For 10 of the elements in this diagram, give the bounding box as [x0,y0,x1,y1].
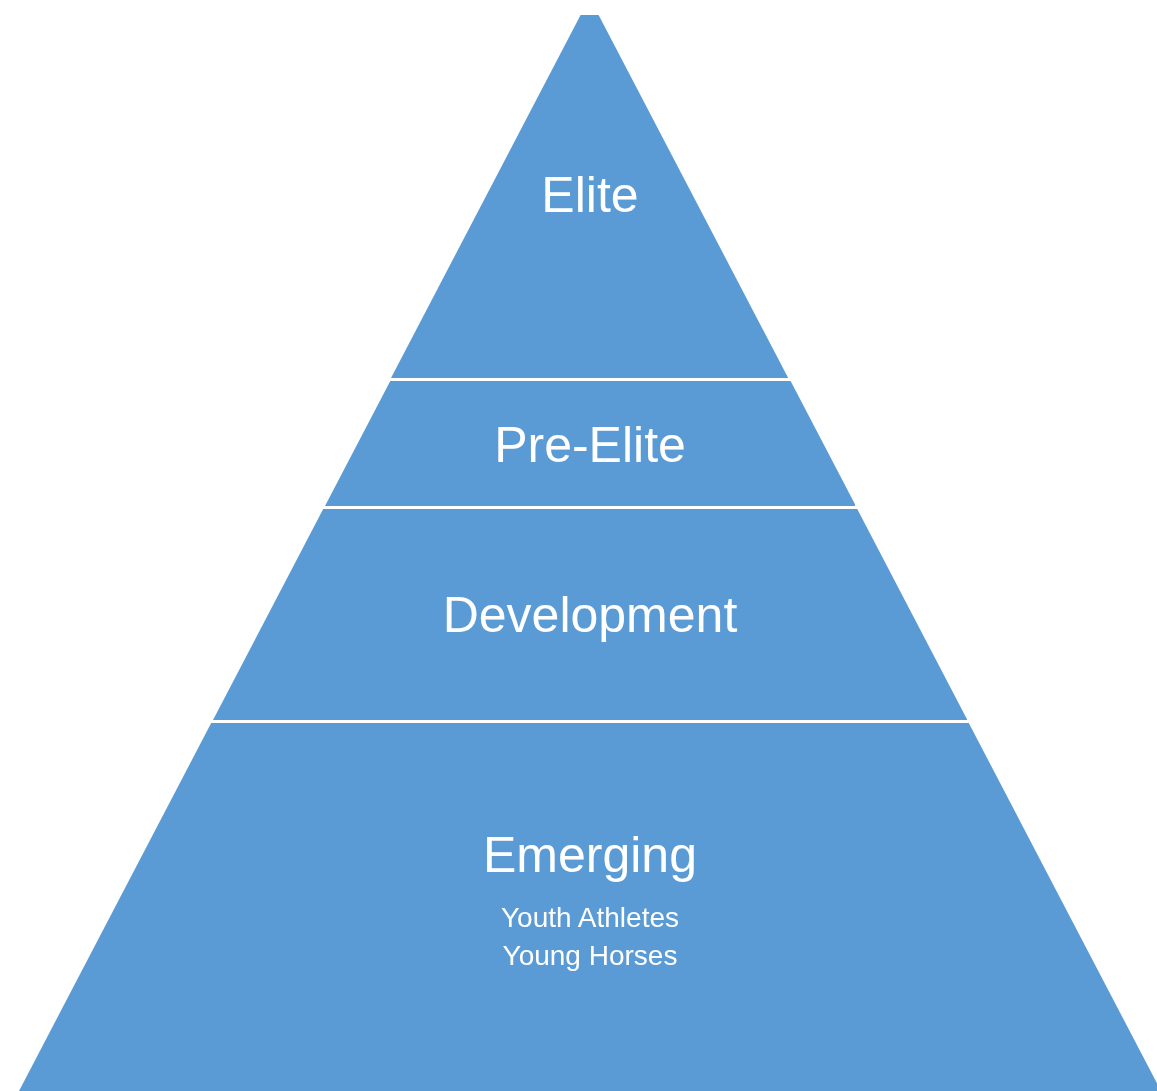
pyramid-tier [324,381,856,506]
tier-label: Pre-Elite [494,416,686,475]
tier-label: Elite [541,166,639,225]
tier-subtitle: Youth Athletes [501,901,679,935]
pyramid-tier [391,15,789,378]
pyramid-tier [212,509,968,720]
tier-label: Development [442,586,738,645]
tier-label: Emerging [483,826,697,885]
pyramid-tier [19,723,1157,1091]
tier-subtitle: Young Horses [502,938,678,973]
